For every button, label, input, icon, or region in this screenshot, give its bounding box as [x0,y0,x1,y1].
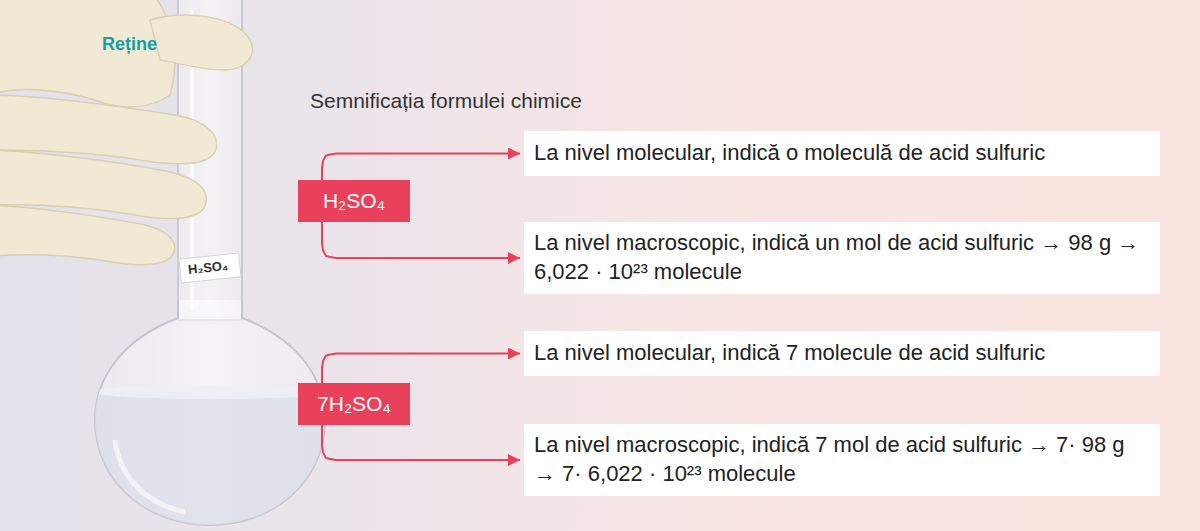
meaning-text: La nivel macroscopic, indică 7 mol de ac… [534,431,1150,488]
bracket-arrow [322,354,520,384]
meaning-text: La nivel molecular, indică o moleculă de… [534,139,1045,168]
meaning-box: La nivel macroscopic, indică un mol de a… [524,222,1160,294]
glass-highlight [115,440,185,512]
meaning-text: La nivel molecular, indică 7 molecule de… [534,339,1045,368]
formula-box: H₂SO₄ [298,180,410,222]
flask-label: H₂SO₄ [183,257,233,279]
bracket-arrow [322,425,520,460]
meaning-box: La nivel molecular, indică 7 molecule de… [524,331,1160,376]
bracket-arrow [322,154,520,181]
diagram-title: Semnificația formulei chimice [310,89,582,113]
section-tag: Reține [102,34,157,55]
meaning-box: La nivel macroscopic, indică 7 mol de ac… [524,424,1160,496]
formula-text: H₂SO₄ [323,189,385,213]
bracket-arrow [322,222,520,258]
formula-box: 7H₂SO₄ [298,383,410,425]
gloved-hand [0,0,252,265]
liquid-surface [92,385,328,399]
flask-label-patch [179,253,241,283]
formula-text: 7H₂SO₄ [317,392,391,416]
meaning-text: La nivel macroscopic, indică un mol de a… [534,229,1150,286]
meaning-box: La nivel molecular, indică o moleculă de… [524,131,1160,176]
